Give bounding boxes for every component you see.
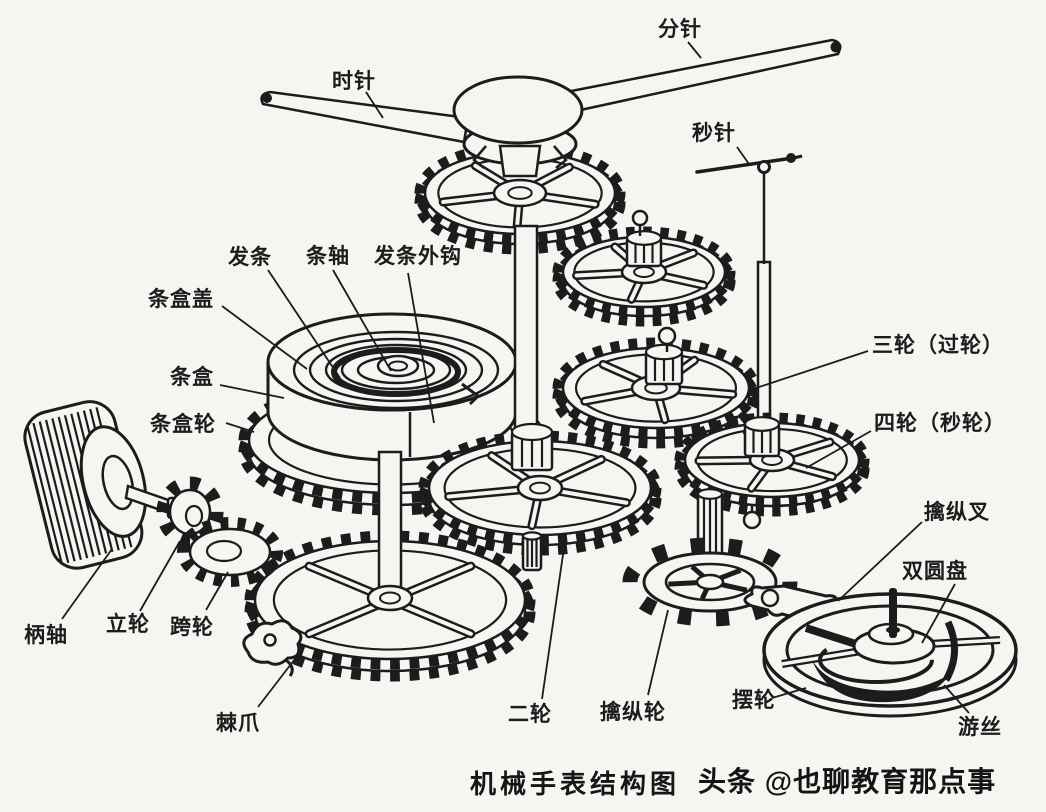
label-third-wheel: 三轮（过轮） — [872, 333, 1004, 357]
label-pallet-fork: 擒纵叉 — [924, 500, 990, 524]
leader-line — [225, 422, 255, 433]
label-barrel-cover: 条盒盖 — [148, 287, 214, 311]
label-double-roller: 双圆盘 — [902, 559, 968, 583]
hands-cannon-assembly — [260, 38, 842, 178]
leader-line — [407, 272, 435, 424]
label-mainspring-hook: 发条外钩 — [373, 244, 462, 268]
label-second-hand: 秒针 — [692, 121, 736, 145]
leader-line — [139, 540, 181, 612]
label-crown-wheel: 立轮 — [106, 612, 150, 636]
label-fourth-wheel: 四轮（秒轮） — [874, 411, 1006, 435]
leader-line — [257, 654, 299, 708]
label-hairspring: 游丝 — [958, 715, 1002, 739]
leader-line — [267, 269, 341, 379]
click-pawl — [242, 619, 303, 677]
label-intermediate-wheel: 跨轮 — [170, 615, 214, 639]
leader-line — [921, 583, 956, 644]
escape-wheel — [622, 488, 798, 627]
center-wheel-gear — [418, 422, 662, 572]
leader-line — [805, 430, 872, 469]
label-click: 棘爪 — [216, 711, 260, 735]
leader-line — [541, 533, 567, 700]
leader-line — [736, 146, 750, 165]
barrel-drum — [266, 312, 518, 462]
intermediate-gear — [177, 517, 283, 587]
label-winding-stem: 柄轴 — [24, 623, 68, 647]
third-wheel-gear — [552, 326, 760, 449]
label-minute-hand: 分针 — [658, 17, 702, 41]
leader-line — [752, 350, 869, 390]
balance-wheel-assembly — [762, 588, 1018, 718]
label-balance-wheel: 摆轮 — [732, 688, 776, 712]
label-barrel: 条盒 — [170, 365, 214, 389]
label-escape-wheel: 擒纵轮 — [600, 700, 666, 724]
label-hour-hand: 时针 — [332, 69, 376, 93]
diagram-title: 机械手表结构图 — [470, 770, 680, 799]
leader-line — [61, 548, 113, 620]
watermark: 头条 @也聊教育那点事 — [698, 765, 996, 797]
label-center-wheel: 二轮 — [508, 702, 552, 726]
crown-wheel-gear — [156, 476, 224, 548]
fourth-wheel-gear — [674, 412, 870, 530]
leader-lines — [61, 41, 970, 714]
minute-wheel-gear — [552, 209, 736, 327]
leader-line — [687, 41, 702, 59]
label-barrel-wheel: 条盒轮 — [150, 412, 216, 436]
leader-line — [365, 91, 384, 119]
leader-line — [943, 684, 970, 714]
second-hand — [695, 153, 803, 422]
leader-line — [221, 305, 308, 370]
barrel-arbor-shaft — [366, 450, 414, 612]
label-barrel-arbor: 条轴 — [306, 244, 350, 268]
leader-line — [219, 384, 285, 399]
leader-line — [837, 521, 923, 602]
leader-line — [771, 687, 807, 699]
label-mainspring: 发条 — [227, 245, 272, 269]
leader-line — [647, 609, 669, 696]
leader-line — [332, 269, 392, 372]
leader-line — [205, 571, 229, 611]
hour-wheel-gear — [414, 141, 626, 255]
